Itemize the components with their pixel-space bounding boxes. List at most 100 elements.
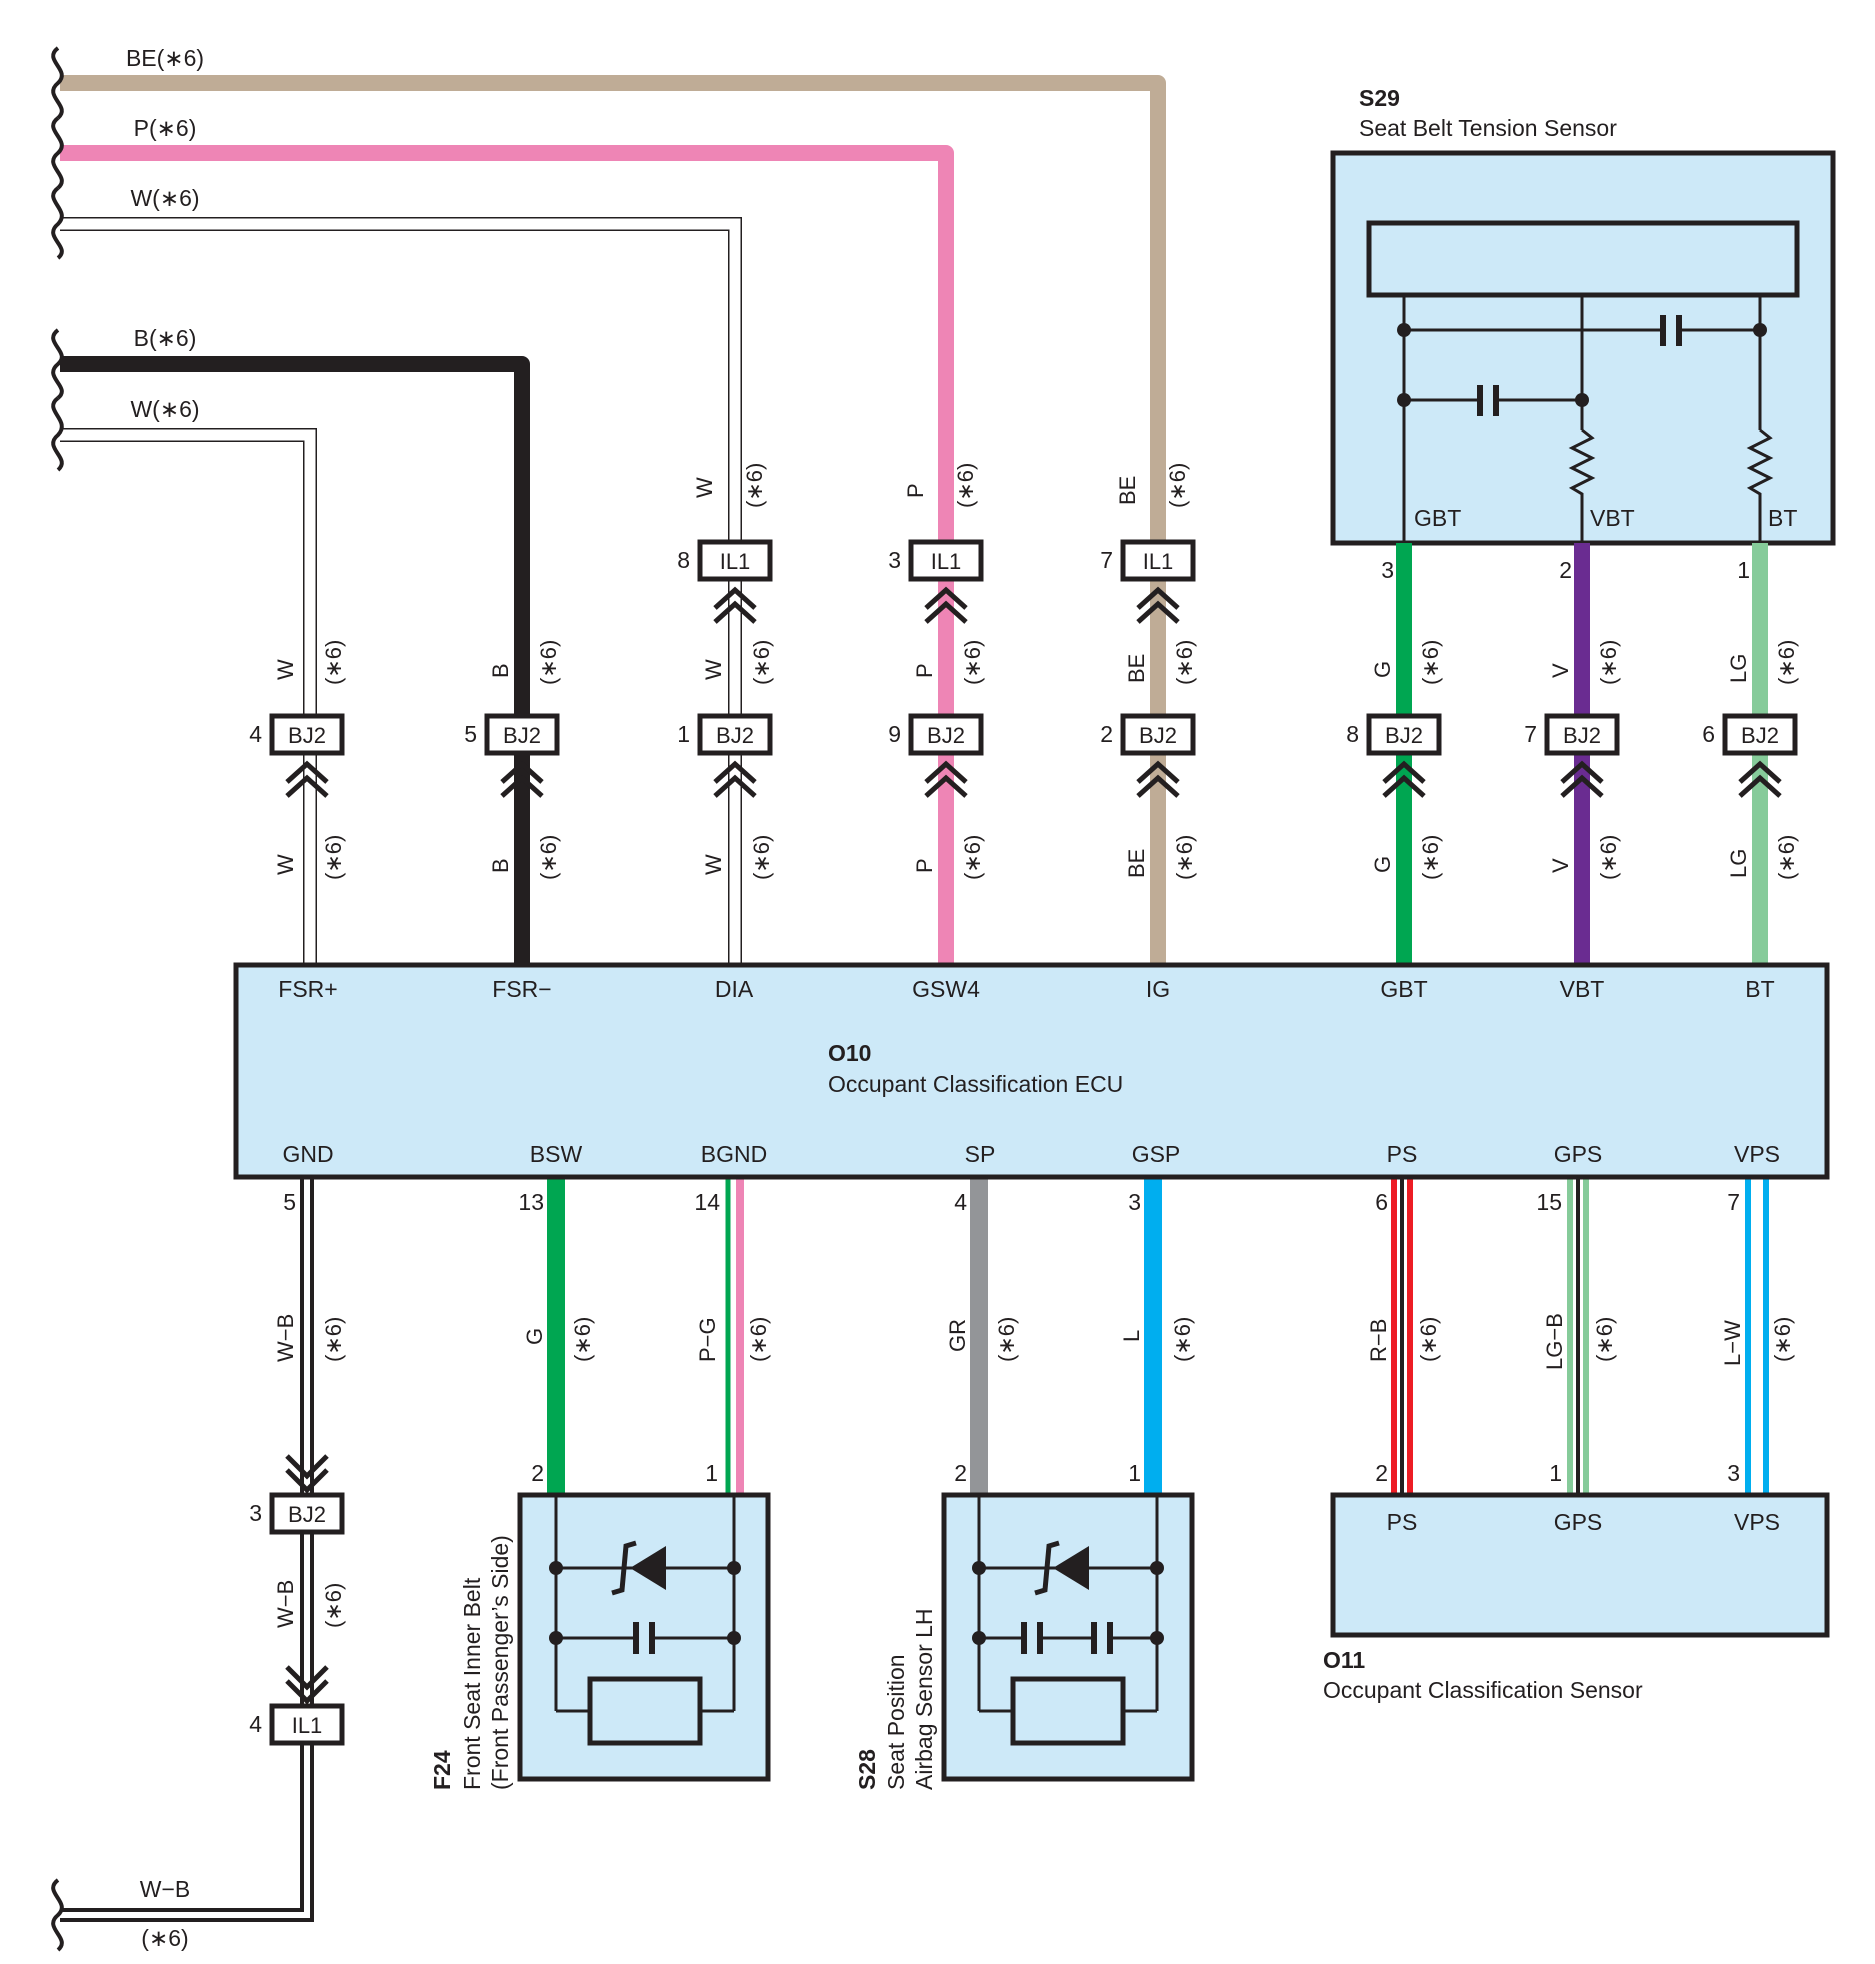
svg-text:B: B: [488, 663, 513, 678]
s29-pin-gbt: 3: [1381, 557, 1394, 583]
svg-text:W: W: [701, 659, 726, 680]
svg-text:PS: PS: [1387, 1141, 1418, 1167]
il1-connector-dia: IL1 8: [677, 539, 773, 624]
f24-element-icon: [587, 1676, 703, 1746]
svg-text:W: W: [273, 854, 298, 875]
o11-pin-ps: 2: [1375, 1460, 1388, 1486]
svg-text:G: G: [1370, 856, 1395, 873]
svg-text:FSR+: FSR+: [278, 976, 337, 1002]
svg-text:6: 6: [1375, 1189, 1388, 1215]
bj2-lower-labels: W (∗6) B (∗6) W (∗6) P (∗6) BE (∗6) G (∗…: [273, 835, 1799, 880]
ground-out-note: (∗6): [141, 1925, 188, 1951]
s29-terminal-bt: BT: [1768, 505, 1797, 531]
f24-code: F24: [429, 1750, 455, 1790]
s29-pin-vbt: 2: [1559, 557, 1572, 583]
s28-zener-bar: [1034, 1540, 1060, 1596]
wire-wb-gnd-outer: [60, 1170, 314, 1922]
s29-pin-bt: 1: [1737, 557, 1750, 583]
incoming-wire-label: P(∗6): [134, 115, 197, 141]
ecu-bottom-terminals: GND BSW BGND SP GSP PS GPS VPS: [282, 1141, 1780, 1167]
s28-zener-diode-icon: [1053, 1546, 1089, 1590]
o11-terminal-ps: PS: [1387, 1509, 1418, 1535]
svg-text:FSR−: FSR−: [492, 976, 551, 1002]
il1-connector-ground: IL1 4: [249, 1665, 345, 1746]
svg-text:BJ2: BJ2: [1139, 723, 1177, 748]
svg-text:13: 13: [518, 1189, 544, 1215]
incoming-wire-label: BE(∗6): [126, 45, 204, 71]
svg-text:IL1: IL1: [931, 549, 962, 574]
svg-text:LG: LG: [1726, 849, 1751, 878]
s29-terminal-vbt: VBT: [1590, 505, 1635, 531]
svg-text:GSP: GSP: [1132, 1141, 1181, 1167]
s28-element-icon: [1010, 1676, 1126, 1746]
svg-text:BSW: BSW: [530, 1141, 583, 1167]
il1-connector-ig: IL1 7: [1100, 539, 1196, 624]
svg-text:9: 9: [888, 721, 901, 747]
svg-text:BJ2: BJ2: [1741, 723, 1779, 748]
s29-terminal-gbt: GBT: [1414, 505, 1461, 531]
svg-text:6: 6: [1702, 721, 1715, 747]
svg-text:5: 5: [464, 721, 477, 747]
f24-pin-2: 2: [531, 1460, 544, 1486]
svg-text:IL1: IL1: [292, 1713, 323, 1738]
svg-text:7: 7: [1727, 1189, 1740, 1215]
svg-text:(∗6): (∗6): [749, 835, 774, 880]
svg-text:(∗6): (∗6): [1172, 640, 1197, 685]
svg-text:(∗6): (∗6): [1418, 640, 1443, 685]
f24-pin-1: 1: [705, 1460, 718, 1486]
bj2-connector-fsr-plus: BJ2 4: [249, 713, 345, 798]
bj2-connector-gsw4: BJ2 9: [888, 713, 984, 798]
bj2-upper-labels: W (∗6) B (∗6) W (∗6) P (∗6) BE (∗6) G (∗…: [273, 640, 1799, 685]
bj2-connector-dia: BJ2 1: [677, 713, 773, 798]
svg-text:3: 3: [249, 1500, 262, 1526]
svg-text:1: 1: [677, 721, 690, 747]
svg-text:V: V: [1548, 663, 1573, 678]
wire-w-trunk-lower-core: [60, 429, 316, 1010]
il1-note: (∗6): [742, 463, 767, 508]
o11-terminal-vps: VPS: [1734, 1509, 1780, 1535]
incoming-wire-label: W(∗6): [130, 396, 199, 422]
svg-text:L−W: L−W: [1720, 1320, 1745, 1366]
il1-note: (∗6): [1165, 463, 1190, 508]
s29-internal-circuit: [1402, 295, 1774, 543]
o11-name: Occupant Classification Sensor: [1323, 1677, 1643, 1703]
s28-code: S28: [854, 1749, 880, 1790]
svg-text:(∗6): (∗6): [321, 640, 346, 685]
svg-text:(∗6): (∗6): [321, 1317, 346, 1362]
o11-box: [1330, 1492, 1830, 1638]
svg-text:7: 7: [1524, 721, 1537, 747]
svg-text:(∗6): (∗6): [1774, 640, 1799, 685]
svg-text:BJ2: BJ2: [1385, 723, 1423, 748]
svg-text:GND: GND: [282, 1141, 333, 1167]
incoming-wire-label: W(∗6): [130, 185, 199, 211]
ecu-top-terminals: FSR+ FSR− DIA GSW4 IG GBT VBT BT: [278, 976, 1774, 1002]
svg-text:8: 8: [677, 547, 690, 573]
svg-text:LG−B: LG−B: [1542, 1313, 1567, 1370]
svg-text:BJ2: BJ2: [1563, 723, 1601, 748]
svg-text:GBT: GBT: [1380, 976, 1427, 1002]
svg-text:LG: LG: [1726, 654, 1751, 683]
svg-text:VPS: VPS: [1734, 1141, 1780, 1167]
s28-pin-1: 1: [1128, 1460, 1141, 1486]
f24-capacitor-icon: [633, 1622, 655, 1654]
svg-text:3: 3: [1128, 1189, 1141, 1215]
svg-text:BE: BE: [1124, 654, 1149, 683]
svg-text:(∗6): (∗6): [1596, 835, 1621, 880]
wire-b-trunk: [60, 356, 530, 1010]
svg-text:(∗6): (∗6): [570, 1317, 595, 1362]
ground-note: (∗6): [321, 1583, 346, 1628]
f24-junction-dots: [549, 1561, 741, 1645]
svg-text:(∗6): (∗6): [960, 835, 985, 880]
svg-text:BJ2: BJ2: [288, 1502, 326, 1527]
svg-text:2: 2: [1100, 721, 1113, 747]
svg-text:G: G: [522, 1328, 547, 1345]
svg-text:4: 4: [249, 1711, 262, 1737]
svg-text:8: 8: [1346, 721, 1359, 747]
svg-text:W: W: [701, 854, 726, 875]
svg-text:(∗6): (∗6): [1172, 835, 1197, 880]
svg-text:5: 5: [283, 1189, 296, 1215]
s29-code: S29: [1359, 85, 1400, 111]
break-marks-left: [51, 46, 64, 472]
svg-text:(∗6): (∗6): [1770, 1317, 1795, 1362]
svg-text:(∗6): (∗6): [960, 640, 985, 685]
